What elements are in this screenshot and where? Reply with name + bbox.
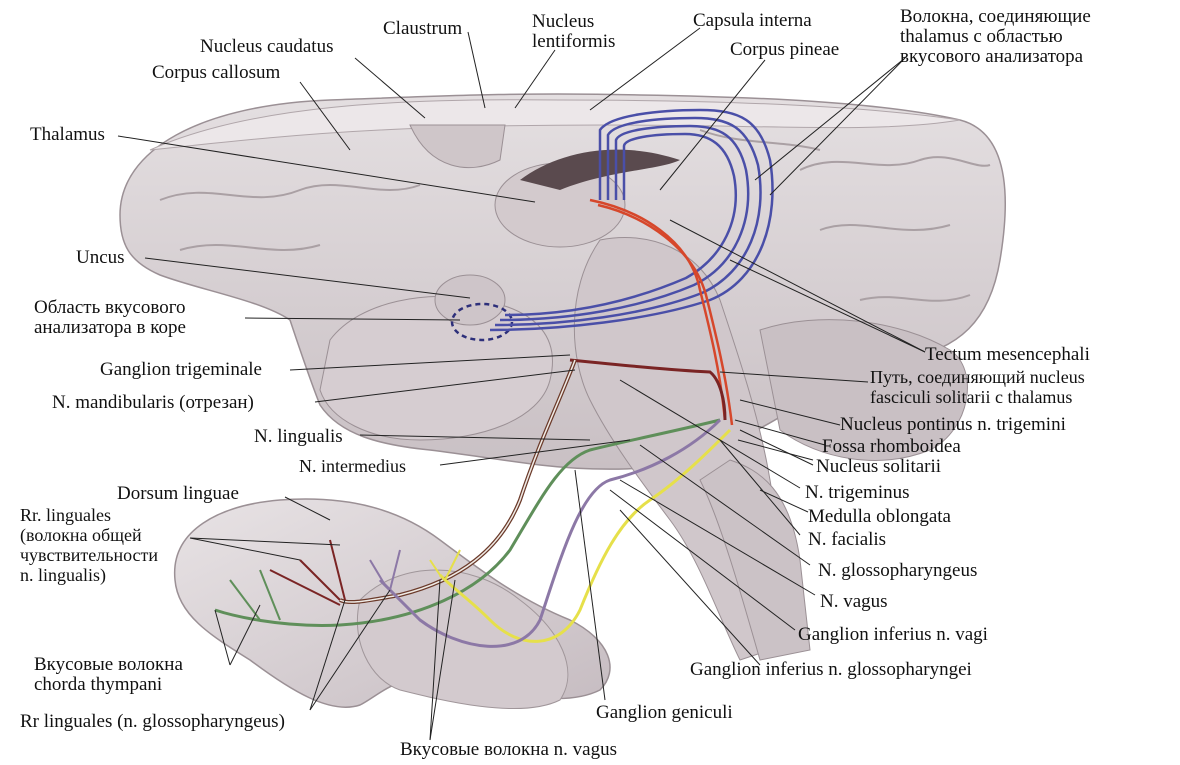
- label-volokna-thalamus: Волокна, соединяющие thalamus с областью…: [900, 7, 1091, 67]
- label-rr-linguales-general: Rr. linguales (волокна общей чувствитель…: [20, 505, 158, 585]
- label-nucleus-caudatus: Nucleus caudatus: [200, 37, 333, 57]
- label-medulla-oblongata: Medulla oblongata: [808, 507, 951, 527]
- label-uncus: Uncus: [76, 248, 125, 268]
- label-ganglion-inf-vagi: Ganglion inferius n. vagi: [798, 625, 988, 645]
- label-fossa-rhomboidea: Fossa rhomboidea: [822, 437, 961, 457]
- label-n-mandibularis: N. mandibularis (отрезан): [52, 393, 254, 413]
- label-thalamus: Thalamus: [30, 125, 105, 145]
- label-corpus-pineae: Corpus pineae: [730, 40, 839, 60]
- label-n-facialis: N. facialis: [808, 530, 886, 550]
- temporal-lobe: [320, 296, 552, 440]
- label-nucleus-pontinus: Nucleus pontinus n. trigemini: [840, 415, 1066, 435]
- label-vkusovye-chorda: Вкусовые волокна chorda thympani: [34, 655, 183, 695]
- label-n-trigeminus: N. trigeminus: [805, 483, 910, 503]
- label-claustrum: Claustrum: [383, 19, 462, 39]
- label-tectum: Tectum mesencephali: [925, 345, 1090, 365]
- label-n-intermedius: N. intermedius: [299, 456, 406, 476]
- label-ganglion-geniculi: Ganglion geniculi: [596, 703, 733, 723]
- label-corpus-callosum: Corpus callosum: [152, 63, 280, 83]
- label-n-glossopharyngeus: N. glossopharyngeus: [818, 561, 977, 581]
- label-put: Путь, соединяющий nucleus fasciculi soli…: [870, 367, 1085, 407]
- label-rr-linguales-glosso: Rr linguales (n. glossopharyngeus): [20, 712, 285, 732]
- label-nucleus-solitarii: Nucleus solitarii: [816, 457, 941, 477]
- label-nucleus-lentiformis: Nucleus lentiformis: [532, 12, 615, 52]
- label-ganglion-trigeminale: Ganglion trigeminale: [100, 360, 262, 380]
- label-vkusovye-vagus: Вкусовые волокна n. vagus: [400, 740, 617, 760]
- label-capsula-interna: Capsula interna: [693, 11, 812, 31]
- label-n-lingualis: N. lingualis: [254, 427, 343, 447]
- label-ganglion-inf-glosso: Ganglion inferius n. glossopharyngei: [690, 660, 972, 680]
- label-dorsum-linguae: Dorsum linguae: [117, 484, 239, 504]
- label-n-vagus: N. vagus: [820, 592, 888, 612]
- label-oblast: Область вкусового анализатора в коре: [34, 298, 186, 338]
- uncus-shape: [435, 275, 505, 325]
